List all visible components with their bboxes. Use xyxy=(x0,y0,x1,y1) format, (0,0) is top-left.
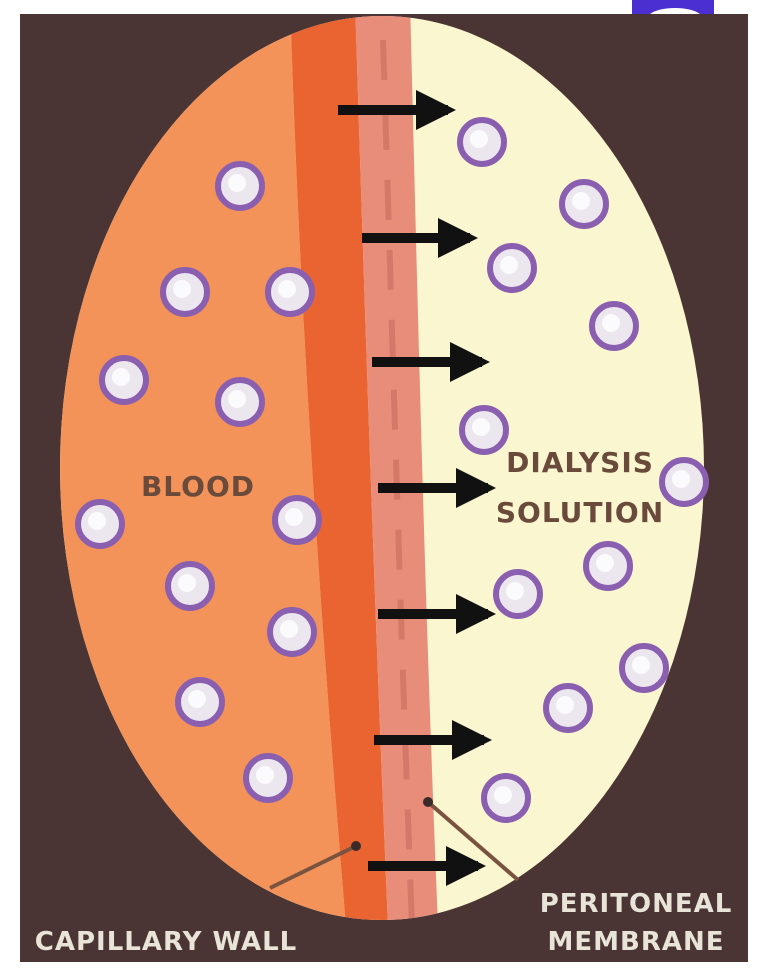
solute-particle xyxy=(496,572,540,616)
peritoneal-membrane-pointer-dot xyxy=(423,797,433,807)
solute-particle xyxy=(462,408,506,452)
solute-particle xyxy=(168,564,212,608)
solute-particle xyxy=(163,270,207,314)
solute-particle xyxy=(246,756,290,800)
solute-particle xyxy=(102,358,146,402)
solute-particle xyxy=(275,498,319,542)
solute-particle xyxy=(586,544,630,588)
dialysis-label-line2: SOLUTION xyxy=(496,496,664,529)
capillary-wall-label: CAPILLARY WALL xyxy=(35,927,297,957)
peritoneal-label-line2: MEMBRANE xyxy=(548,927,725,957)
capillary-wall-pointer-dot xyxy=(351,841,361,851)
solute-particle xyxy=(460,120,504,164)
solute-particle xyxy=(546,686,590,730)
solute-particle xyxy=(178,680,222,724)
solute-particle xyxy=(78,502,122,546)
solute-particle xyxy=(490,246,534,290)
solute-particle xyxy=(662,460,706,504)
solute-particle xyxy=(622,646,666,690)
blood-label: BLOOD xyxy=(141,470,255,503)
peritoneal-label-line1: PERITONEAL xyxy=(540,889,733,919)
solute-particle xyxy=(270,610,314,654)
solute-particle xyxy=(484,776,528,820)
solute-particle xyxy=(562,182,606,226)
solute-particle xyxy=(592,304,636,348)
solute-particle xyxy=(268,270,312,314)
solute-particle xyxy=(218,164,262,208)
solute-particle xyxy=(218,380,262,424)
dialysis-label-line1: DIALYSIS xyxy=(506,446,654,479)
